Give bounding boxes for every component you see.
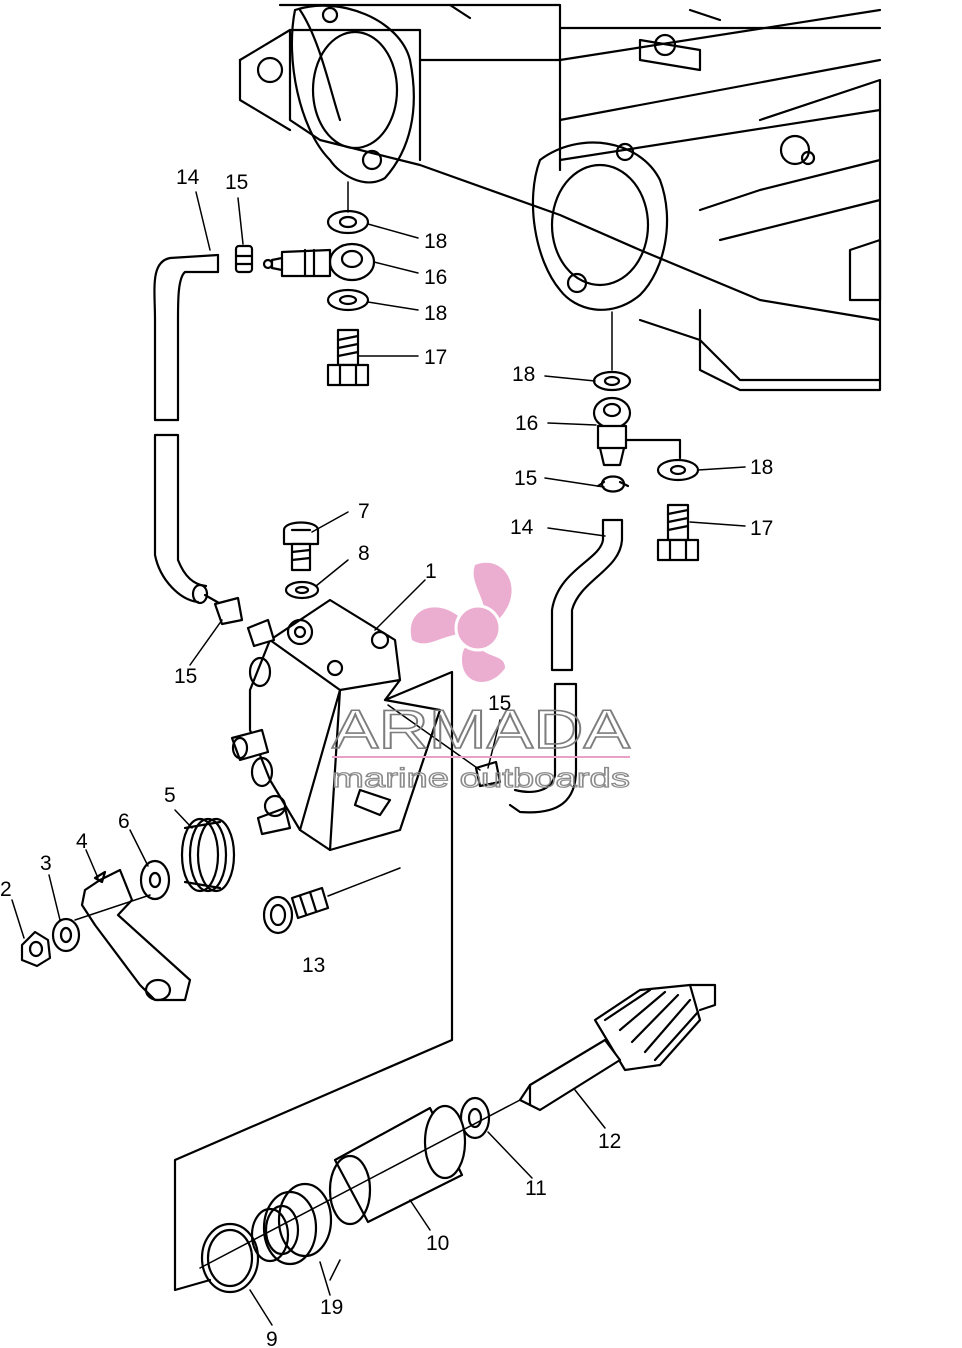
watermark-brand: ARMADA [332,698,630,760]
callout-18-right: 18 [750,456,773,479]
right-fitting-assembly [592,311,700,562]
callout-14-left: 14 [176,166,200,189]
watermark-tagline: marine outboards [332,763,630,793]
lever-assembly [20,817,236,1002]
callout-18-left-lower: 18 [424,302,447,325]
callout-4: 4 [76,830,88,853]
armada-logo-icon [410,562,512,682]
callout-8: 8 [358,542,370,565]
callout-19: 19 [320,1296,343,1319]
assembly-guide-lines [173,670,481,1292]
callout-15-mid: 15 [488,692,511,715]
pump-bolt [262,867,401,935]
left-fitting-assembly [234,181,376,387]
fuel-hose-right [474,518,624,814]
callout-17-right: 17 [750,517,773,540]
fuel-hose-left [153,253,244,626]
callout-16-left: 16 [424,266,447,289]
callout-9: 9 [266,1328,278,1348]
callout-11: 11 [525,1177,547,1200]
leader-lines [11,191,746,1326]
callout-7: 7 [358,500,370,523]
callout-15-left: 15 [174,665,197,688]
callout-2: 2 [0,878,12,901]
callout-16-right: 16 [515,412,538,435]
callout-18-right-upper: 18 [512,363,535,386]
callout-15-top: 15 [225,171,248,194]
screw-and-washer [282,521,320,600]
engine-block-drawing [238,3,882,392]
callout-17-left: 17 [424,346,447,369]
callout-18-top: 18 [424,230,447,253]
callout-13: 13 [302,954,325,977]
callout-15-right: 15 [514,467,537,490]
drive-shaft-assembly [199,983,717,1294]
callout-12: 12 [598,1130,621,1153]
callout-10: 10 [426,1232,449,1255]
callout-6: 6 [118,810,130,833]
callout-1: 1 [425,560,437,583]
callout-14-right: 14 [510,516,534,539]
fuel-pump-body [230,598,442,852]
callout-3: 3 [40,852,52,875]
callout-labels: 1 2 3 4 5 6 7 8 9 10 11 12 13 14 14 15 1… [0,166,773,1348]
callout-5: 5 [164,784,176,807]
